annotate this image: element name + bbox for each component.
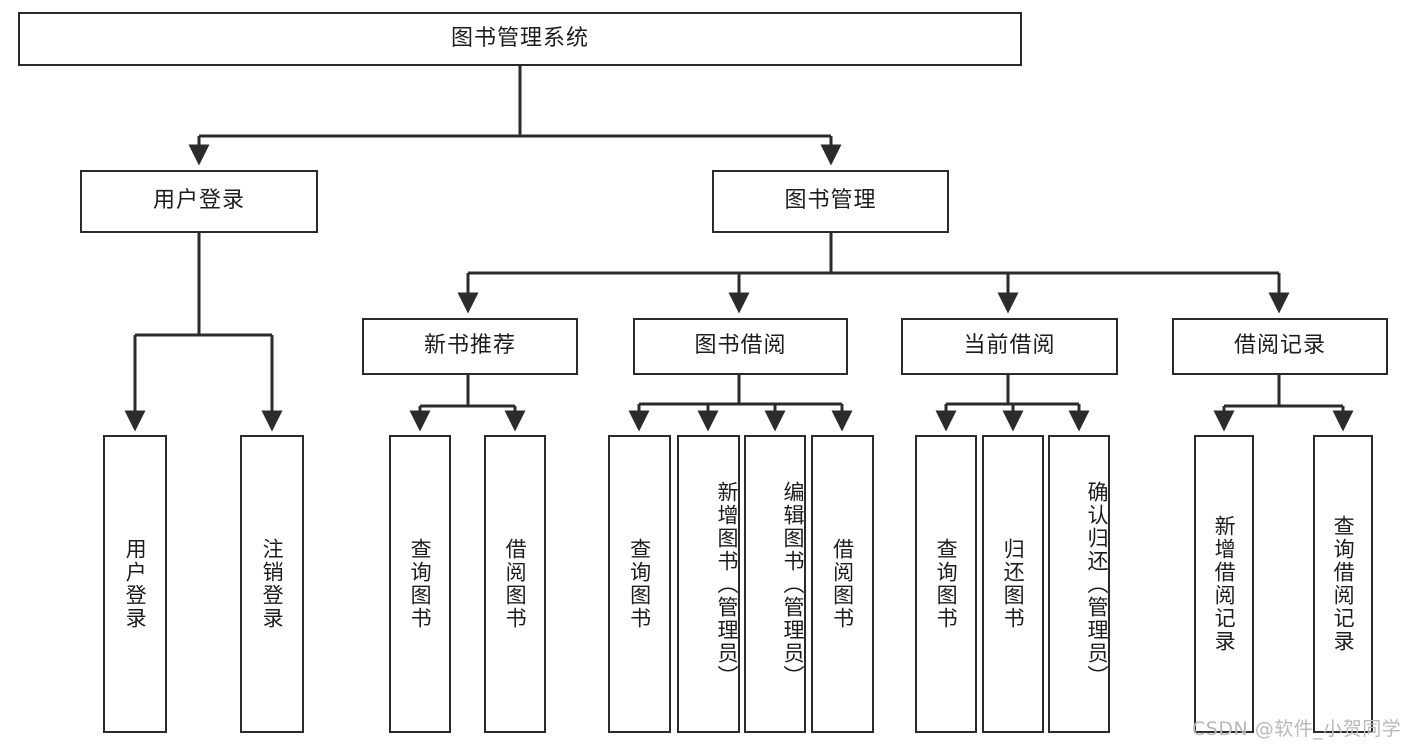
leaf-query-book-borrow[interactable]: 查询图书 (608, 435, 671, 733)
leaf-borrow-book[interactable]: 借阅图书 (811, 435, 874, 733)
node-borrow-records[interactable]: 借阅记录 (1172, 318, 1388, 375)
node-user-login[interactable]: 用户登录 (80, 170, 318, 233)
node-book-management[interactable]: 图书管理 (712, 170, 949, 233)
leaf-edit-book-admin[interactable]: 编辑图书（管理员） (744, 435, 806, 733)
leaf-user-login[interactable]: 用户登录 (103, 435, 167, 733)
leaf-user-logout[interactable]: 注销登录 (240, 435, 304, 733)
leaf-query-borrow-record[interactable]: 查询借阅记录 (1313, 435, 1373, 733)
leaf-query-book-recommend[interactable]: 查询图书 (389, 435, 451, 733)
leaf-confirm-return-admin[interactable]: 确认归还（管理员） (1048, 435, 1110, 733)
leaf-add-book-admin[interactable]: 新增图书（管理员） (677, 435, 740, 733)
node-current-borrow[interactable]: 当前借阅 (901, 318, 1118, 375)
csdn-watermark: CSDN @软件_小贺同学 (1192, 718, 1402, 740)
node-root[interactable]: 图书管理系统 (18, 12, 1022, 66)
leaf-return-book[interactable]: 归还图书 (982, 435, 1044, 733)
leaf-add-borrow-record[interactable]: 新增借阅记录 (1194, 435, 1254, 733)
leaf-borrow-book-recommend[interactable]: 借阅图书 (484, 435, 546, 733)
node-book-borrow[interactable]: 图书借阅 (633, 318, 848, 375)
leaf-query-book-current[interactable]: 查询图书 (915, 435, 977, 733)
node-new-book-recommend[interactable]: 新书推荐 (362, 318, 578, 375)
